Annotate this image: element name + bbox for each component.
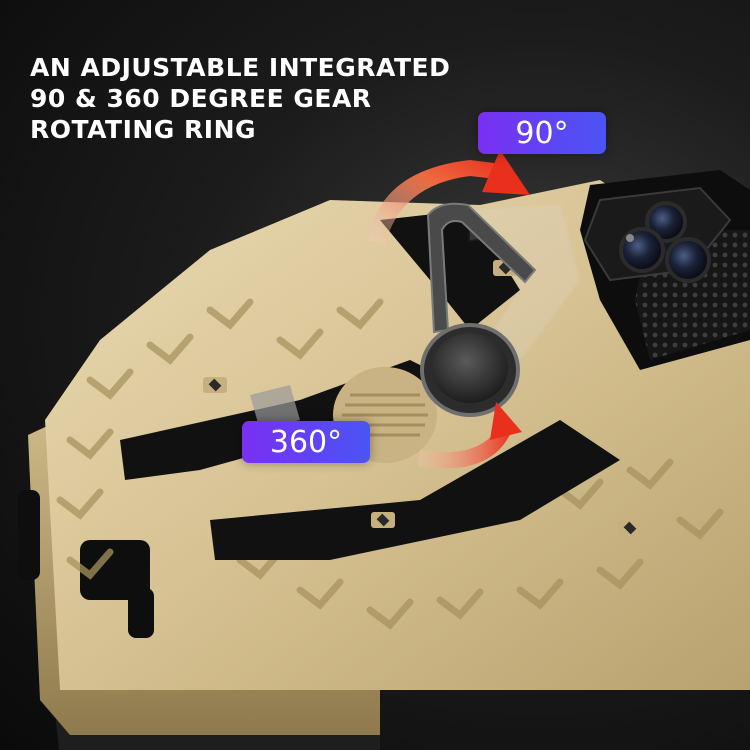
ring-stand — [420, 202, 537, 417]
headline: AN ADJUSTABLE INTEGRATED 90 & 360 DEGREE… — [30, 52, 450, 145]
rotation-arrow-360 — [418, 402, 522, 469]
headline-line-2: 90 & 360 DEGREE GEAR — [30, 84, 372, 113]
badge-90-degree: 90° — [478, 112, 606, 154]
headline-line-3: ROTATING RING — [30, 115, 257, 144]
headline-line-1: AN ADJUSTABLE INTEGRATED — [30, 53, 451, 82]
camera-lenses — [619, 201, 711, 283]
rotation-arrow-90 — [368, 150, 530, 245]
badge-360-degree: 360° — [242, 421, 370, 463]
case-ports — [18, 490, 154, 638]
accent-highlight — [250, 385, 300, 430]
diamond-rivets — [203, 260, 642, 536]
tread-pattern — [56, 298, 724, 630]
